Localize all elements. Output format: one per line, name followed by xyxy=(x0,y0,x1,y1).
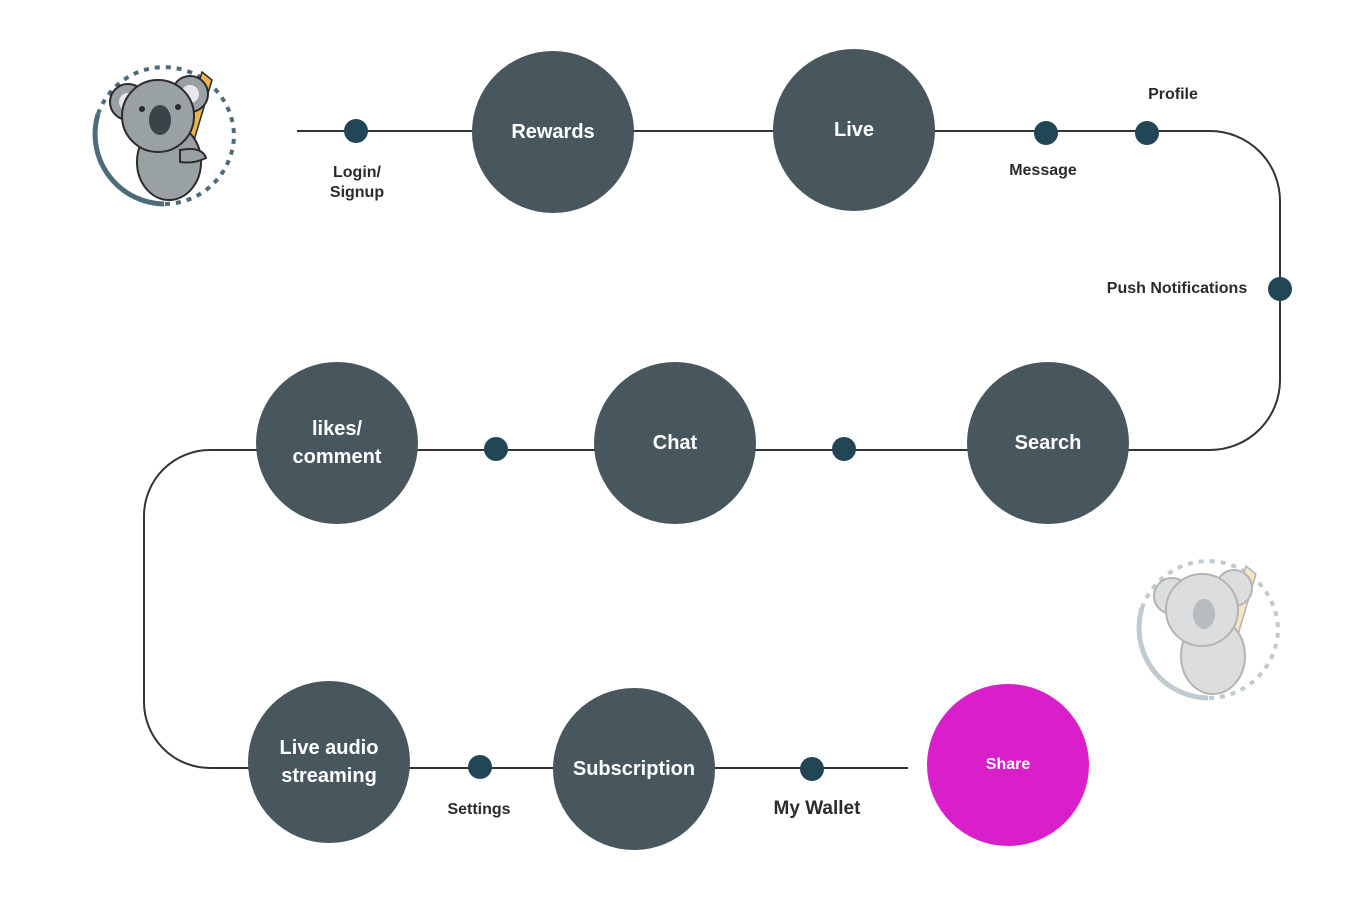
dot-settings[interactable] xyxy=(468,755,492,779)
node-subscription-label: Subscription xyxy=(572,758,696,780)
node-rewards-label: Rewards xyxy=(511,121,595,143)
dot-push-notifications[interactable] xyxy=(1268,277,1292,301)
node-live-audio-streaming[interactable]: Live audio streaming xyxy=(248,681,410,843)
node-share-label: Share xyxy=(985,756,1031,773)
dot-likes-chat[interactable] xyxy=(484,437,508,461)
label-my-wallet: My Wallet xyxy=(773,798,861,819)
label-login-signup: Login/ Signup xyxy=(329,164,385,201)
node-chat-label: Chat xyxy=(652,432,698,454)
node-likes-comment[interactable]: likes/ comment xyxy=(256,362,418,524)
node-live-label: Live xyxy=(833,119,875,141)
node-likes-comment-label: likes/ comment xyxy=(292,418,382,468)
label-settings: Settings xyxy=(447,801,511,818)
koala-watermark-icon xyxy=(1136,559,1281,701)
dot-my-wallet[interactable] xyxy=(800,757,824,781)
node-rewards[interactable]: Rewards xyxy=(472,51,634,213)
node-chat[interactable]: Chat xyxy=(594,362,756,524)
dot-profile[interactable] xyxy=(1135,121,1159,145)
label-message: Message xyxy=(1009,162,1077,179)
node-live-audio-label: Live audio streaming xyxy=(279,737,379,787)
dot-message[interactable] xyxy=(1034,121,1058,145)
dot-login-signup[interactable] xyxy=(344,119,368,143)
dot-chat-search[interactable] xyxy=(832,437,856,461)
label-profile: Profile xyxy=(1148,86,1198,103)
node-subscription[interactable]: Subscription xyxy=(553,688,715,850)
koala-logo-icon xyxy=(92,65,237,207)
label-push-notifications: Push Notifications xyxy=(1106,280,1248,297)
node-search[interactable]: Search xyxy=(967,362,1129,524)
node-search-label: Search xyxy=(1014,432,1082,454)
node-live[interactable]: Live xyxy=(773,49,935,211)
node-share[interactable]: Share xyxy=(927,684,1089,846)
